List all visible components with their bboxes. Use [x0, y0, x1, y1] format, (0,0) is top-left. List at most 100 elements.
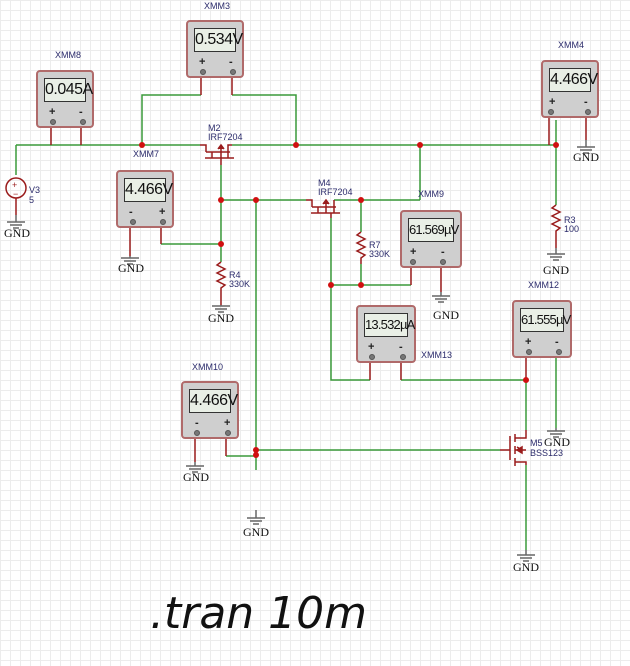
plus-terminal-label: +: [525, 336, 532, 348]
v3-name: V3: [29, 185, 41, 195]
multimeter-xmm9[interactable]: 61.569µV + -: [400, 210, 462, 268]
ground-label: GND: [4, 226, 30, 240]
terminal-pin[interactable]: [410, 259, 416, 265]
ground-label: GND: [543, 263, 569, 277]
multimeter-xmm7[interactable]: 4.466V - +: [116, 170, 174, 228]
terminal-pin[interactable]: [556, 349, 562, 355]
meter-reading: 4.466V: [189, 389, 238, 413]
junction: [358, 197, 364, 203]
meter-reading: 0.045A: [44, 78, 93, 102]
r7-resistor-symbol: [355, 231, 367, 264]
meter-lead: [369, 361, 402, 380]
junction: [523, 377, 529, 383]
multimeter-xmm4[interactable]: 4.466V + -: [541, 60, 599, 118]
terminal-pin[interactable]: [194, 430, 200, 436]
terminal-pin[interactable]: [130, 219, 136, 225]
spice-directive[interactable]: .tran 10m: [150, 588, 368, 639]
ground-symbol: [212, 305, 230, 313]
r4-value: 330K: [229, 279, 251, 289]
meter-lead: [194, 437, 227, 462]
m5-arrow: [515, 445, 523, 455]
ground-symbol: [432, 292, 450, 303]
terminal-pin[interactable]: [585, 109, 591, 115]
minus-terminal-label: -: [229, 56, 233, 68]
ground-label: GND: [544, 435, 570, 449]
terminal-pin[interactable]: [400, 354, 406, 360]
minus-terminal-label: -: [584, 96, 588, 108]
terminal-pin[interactable]: [160, 219, 166, 225]
ground-symbol: [247, 510, 265, 525]
terminal-pin[interactable]: [548, 109, 554, 115]
ground-label: GND: [118, 261, 144, 275]
r7-name: R7: [369, 240, 381, 250]
multimeter-xmm8[interactable]: 0.045A + -: [36, 70, 94, 128]
meter-reading: 0.534V: [194, 28, 243, 52]
ground-label: GND: [243, 525, 269, 539]
junction: [253, 452, 259, 458]
junction: [553, 142, 559, 148]
r3-value: 100: [564, 224, 580, 234]
r4-name: R4: [229, 270, 241, 280]
m4-mosfet-symbol: [306, 199, 340, 218]
terminal-pin[interactable]: [225, 430, 231, 436]
wire: [232, 94, 297, 145]
plus-terminal-label: +: [549, 96, 556, 108]
terminal-pin[interactable]: [50, 119, 56, 125]
m4-name: M4: [318, 178, 331, 188]
terminal-pin[interactable]: [526, 349, 532, 355]
m2-arrow: [217, 143, 225, 152]
ground-symbol: [547, 248, 565, 261]
ground-label: GND: [433, 308, 459, 322]
minus-terminal-label: -: [441, 246, 445, 258]
wire: [330, 218, 370, 381]
xmm4-label: XMM4: [558, 40, 585, 50]
meter-lead: [410, 267, 442, 292]
xmm10-label: XMM10: [192, 362, 224, 372]
meter-reading: 13.532µA: [364, 313, 415, 337]
plus-terminal-label: +: [49, 106, 56, 118]
m2-mosfet-symbol: [200, 144, 234, 165]
terminal-pin[interactable]: [80, 119, 86, 125]
terminal-pin[interactable]: [369, 354, 375, 360]
plus-terminal-label: +: [199, 56, 206, 68]
junction: [218, 197, 224, 203]
ground-symbol: [186, 462, 204, 473]
r3-name: R3: [564, 215, 576, 225]
multimeter-xmm10[interactable]: 4.466V - +: [181, 381, 239, 439]
r4-resistor-symbol: [215, 261, 227, 305]
xmm9-label: XMM9: [418, 189, 445, 199]
xmm12-label: XMM12: [528, 280, 560, 290]
junction: [253, 197, 259, 203]
plus-terminal-label: +: [159, 206, 166, 218]
meter-lead: [50, 126, 82, 145]
junction: [253, 447, 259, 453]
junction: [293, 142, 299, 148]
minus-terminal-label: -: [555, 336, 559, 348]
minus-terminal-label: -: [129, 206, 133, 218]
minus-terminal-label: -: [195, 417, 199, 429]
plus-terminal-label: +: [368, 341, 375, 353]
multimeter-xmm13[interactable]: 13.532µA + -: [356, 305, 416, 363]
junction: [358, 282, 364, 288]
meter-reading: 61.555µV: [520, 308, 571, 332]
xmm13-label: XMM13: [421, 350, 453, 360]
m5-model: BSS123: [530, 448, 564, 458]
multimeter-xmm3[interactable]: 0.534V + -: [186, 20, 244, 78]
ground-symbol: [121, 256, 139, 265]
junction: [328, 282, 334, 288]
xmm7-label: XMM7: [133, 149, 160, 159]
wire: [141, 94, 201, 145]
meter-lead: [548, 114, 587, 145]
terminal-pin[interactable]: [440, 259, 446, 265]
meter-lead: [129, 225, 162, 256]
r3-resistor-symbol: [550, 204, 562, 248]
meter-lead: [200, 76, 233, 95]
ground-symbol: [7, 215, 25, 229]
multimeter-xmm12[interactable]: 61.555µV + -: [512, 300, 572, 358]
xmm3-label: XMM3: [204, 1, 231, 11]
minus-sign: −: [13, 189, 18, 199]
plus-terminal-label: +: [224, 417, 231, 429]
terminal-pin[interactable]: [230, 69, 236, 75]
terminal-pin[interactable]: [200, 69, 206, 75]
